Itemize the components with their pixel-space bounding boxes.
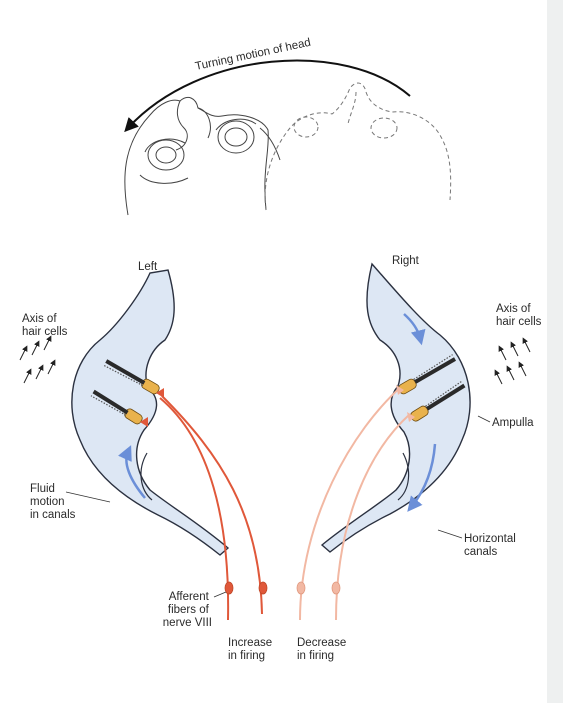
left-canal xyxy=(71,269,230,556)
left-side-title: Left xyxy=(138,261,158,273)
head-motion-label: Turning motion of head xyxy=(194,37,312,73)
right-canal-body xyxy=(320,262,471,553)
right-side-title: Right xyxy=(392,255,420,267)
right-hair-cell-lower xyxy=(410,380,466,422)
fluid-label: Fluid motion in canals xyxy=(30,483,76,521)
left-axis-label: Axis of hair cells xyxy=(22,313,68,338)
left-synapse-upper xyxy=(156,388,164,398)
right-axis-label: Axis of hair cells xyxy=(496,303,542,328)
right-synapse-upper xyxy=(396,385,404,395)
left-fluid-arrow xyxy=(118,445,146,499)
left-fiber-inner xyxy=(161,395,263,615)
ampulla-label: Ampulla xyxy=(492,417,534,429)
nerve-fibers xyxy=(159,385,411,621)
horizontal-canals-leader xyxy=(437,529,463,539)
head-turn-illustration: Turning motion of head xyxy=(124,37,452,216)
increase-label: Increase in firing xyxy=(228,637,275,662)
dashed-eye-right-icon xyxy=(370,117,398,139)
left-axis-arrows xyxy=(19,335,56,384)
right-cell-body-1 xyxy=(296,581,306,595)
left-eye-icon xyxy=(147,139,185,171)
left-hair-cell-upper xyxy=(103,359,160,395)
right-eye-icon xyxy=(217,120,255,154)
right-axis-arrows xyxy=(494,337,531,385)
afferent-leader xyxy=(213,591,227,598)
right-synapse-lower xyxy=(407,412,415,422)
left-cell-body-2 xyxy=(258,581,268,595)
fluid-leader xyxy=(65,491,111,503)
afferent-label: Afferent fibers of nerve VIII xyxy=(163,591,212,629)
horizontal-canals-label: Horizontal canals xyxy=(464,533,519,558)
head-dashed xyxy=(264,82,452,211)
left-canal-body xyxy=(71,269,230,556)
right-cell-body-2 xyxy=(331,581,341,595)
ampulla-leader xyxy=(477,415,491,423)
page-edge-strip xyxy=(547,0,563,703)
right-canal xyxy=(320,262,471,553)
head-solid xyxy=(124,97,281,216)
left-hair-cell-lower xyxy=(90,389,143,425)
left-cell-body-1 xyxy=(224,581,234,595)
left-synapse-lower xyxy=(140,417,148,427)
head-motion-arrow xyxy=(124,59,411,133)
dashed-eye-left-icon xyxy=(293,116,319,138)
right-fluid-arrow-bottom xyxy=(407,443,437,512)
right-fluid-arrow-top xyxy=(403,313,426,346)
decrease-label: Decrease in firing xyxy=(297,637,349,662)
